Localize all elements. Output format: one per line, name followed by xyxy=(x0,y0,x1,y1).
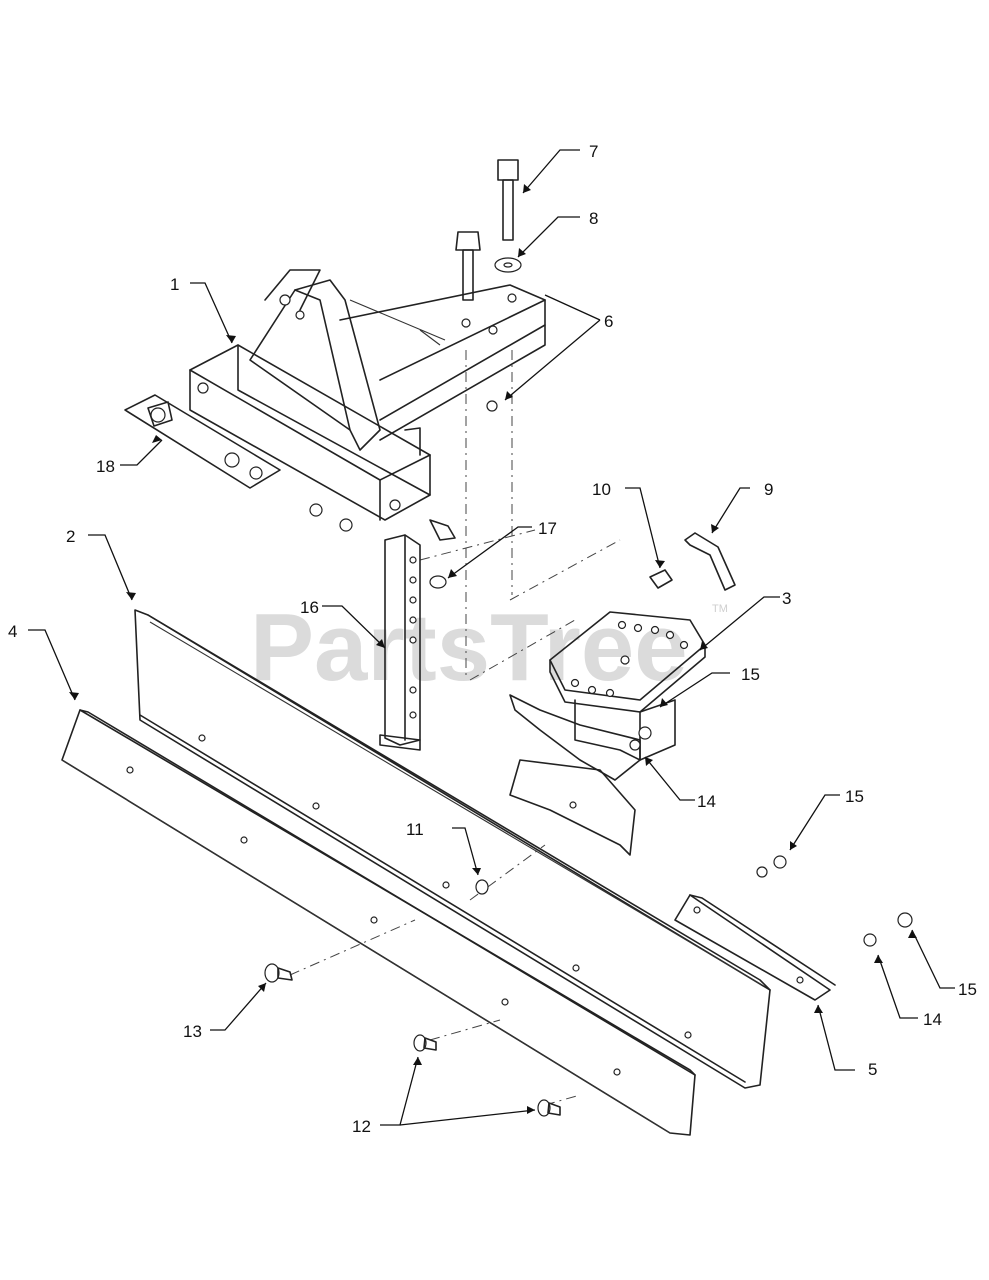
part-12-bolts xyxy=(413,1034,561,1117)
frame-hardware xyxy=(309,400,498,541)
callout-3: 3 xyxy=(782,589,791,608)
part-2-blade xyxy=(134,609,771,1089)
part-11-bolt xyxy=(475,879,489,895)
callout-14-b: 14 xyxy=(923,1010,942,1029)
part-5-angle-bracket xyxy=(674,894,836,1001)
callout-13: 13 xyxy=(183,1022,202,1041)
part-13-bolt xyxy=(264,963,293,983)
callout-16: 16 xyxy=(300,598,319,617)
part-7-bolt xyxy=(497,159,519,241)
callout-17: 17 xyxy=(538,519,557,538)
callout-labels: 1 2 3 4 5 6 7 8 9 10 11 12 13 14 14 15 1… xyxy=(8,142,977,1136)
callout-15-c: 15 xyxy=(958,980,977,999)
callout-15-b: 15 xyxy=(845,787,864,806)
part-3-swivel-mount xyxy=(509,611,706,856)
watermark-tm: TM xyxy=(712,603,728,615)
part-10-bolt xyxy=(649,569,673,589)
part-16-stand xyxy=(379,534,421,751)
part-8-washer xyxy=(494,257,522,273)
callout-15-a: 15 xyxy=(741,665,760,684)
callout-7: 7 xyxy=(589,142,598,161)
callout-14-a: 14 xyxy=(697,792,716,811)
callout-8: 8 xyxy=(589,209,598,228)
callout-11: 11 xyxy=(406,820,424,839)
part-18-mounting-plate xyxy=(124,394,281,489)
callout-9: 9 xyxy=(764,480,773,499)
callout-10: 10 xyxy=(592,480,611,499)
pin-bolt xyxy=(455,231,481,301)
callout-6: 6 xyxy=(604,312,613,331)
arrowheads xyxy=(69,184,917,1114)
hardware-14-15 xyxy=(756,855,913,947)
part-17-pin xyxy=(429,575,447,589)
leader-lines xyxy=(28,149,955,1126)
part-9-handle-pin xyxy=(684,532,736,591)
part-1-hitch-frame xyxy=(189,269,546,521)
callout-4: 4 xyxy=(8,622,17,641)
callout-18: 18 xyxy=(96,457,115,476)
part-4-cutting-edge xyxy=(61,709,696,1136)
callout-2: 2 xyxy=(66,527,75,546)
assembly-lines xyxy=(289,350,621,1106)
callout-5: 5 xyxy=(868,1060,877,1079)
callout-1: 1 xyxy=(170,275,179,294)
callout-12: 12 xyxy=(352,1117,371,1136)
